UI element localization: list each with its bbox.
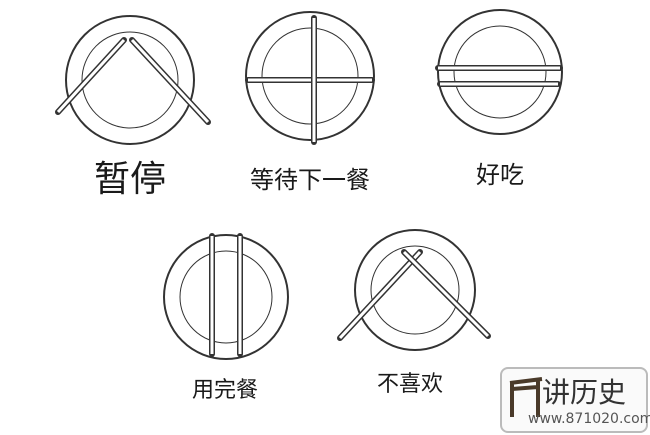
label-pause: 暂停: [93, 159, 167, 200]
label-dislike: 不喜欢: [376, 372, 444, 397]
label-delicious: 好吃: [476, 161, 524, 189]
plate-pause: [55, 15, 211, 145]
watermark-url: www.871020.com: [528, 411, 650, 427]
plate-wait: [245, 11, 375, 145]
plate-finished: [163, 233, 289, 360]
label-wait-next-course: 等待下一餐: [250, 166, 370, 194]
watermark-title: 讲历史: [542, 376, 627, 409]
plate-delicious: [435, 9, 563, 135]
label-finished: 用完餐: [191, 378, 259, 403]
gate-icon: [509, 377, 543, 417]
watermark-logo: 讲历史 www.871020.com: [500, 367, 650, 433]
plate-dislike: [337, 229, 491, 351]
